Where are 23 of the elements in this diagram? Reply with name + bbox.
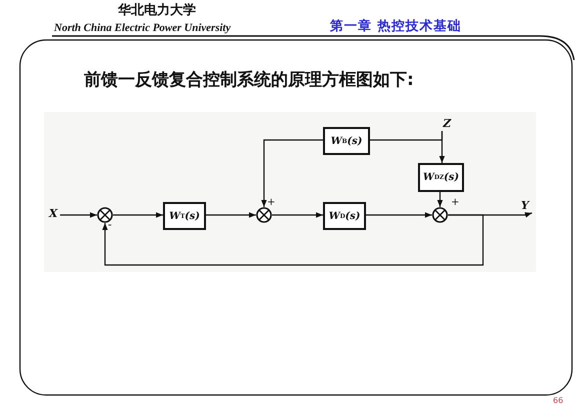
arrow <box>102 214 484 266</box>
heading: 前馈一反馈复合控制系统的原理方框图如下: <box>84 69 414 91</box>
page-number: 66 <box>553 397 564 406</box>
university-name: North China Electric Power University <box>54 22 231 34</box>
arrow <box>261 139 323 207</box>
chapter-title: 第一章 热控技术基础 <box>330 20 462 34</box>
signal-label: Y <box>518 199 532 213</box>
arrow <box>437 192 443 207</box>
signal-label: Z <box>440 117 454 131</box>
summing-junction <box>432 207 448 223</box>
university-name: 华北电力大学 <box>118 4 196 18</box>
arrow <box>272 212 323 218</box>
sign-label: - <box>108 219 112 232</box>
arrow <box>60 212 97 218</box>
sign-label: + <box>451 197 460 208</box>
signal-label: X <box>46 207 60 221</box>
arrow <box>113 212 163 218</box>
arrow <box>206 212 256 218</box>
summing-junction <box>256 207 272 223</box>
sign-label: + <box>267 197 276 208</box>
summing-junction <box>97 207 113 223</box>
connector-line <box>370 131 443 141</box>
arrow <box>366 212 432 218</box>
